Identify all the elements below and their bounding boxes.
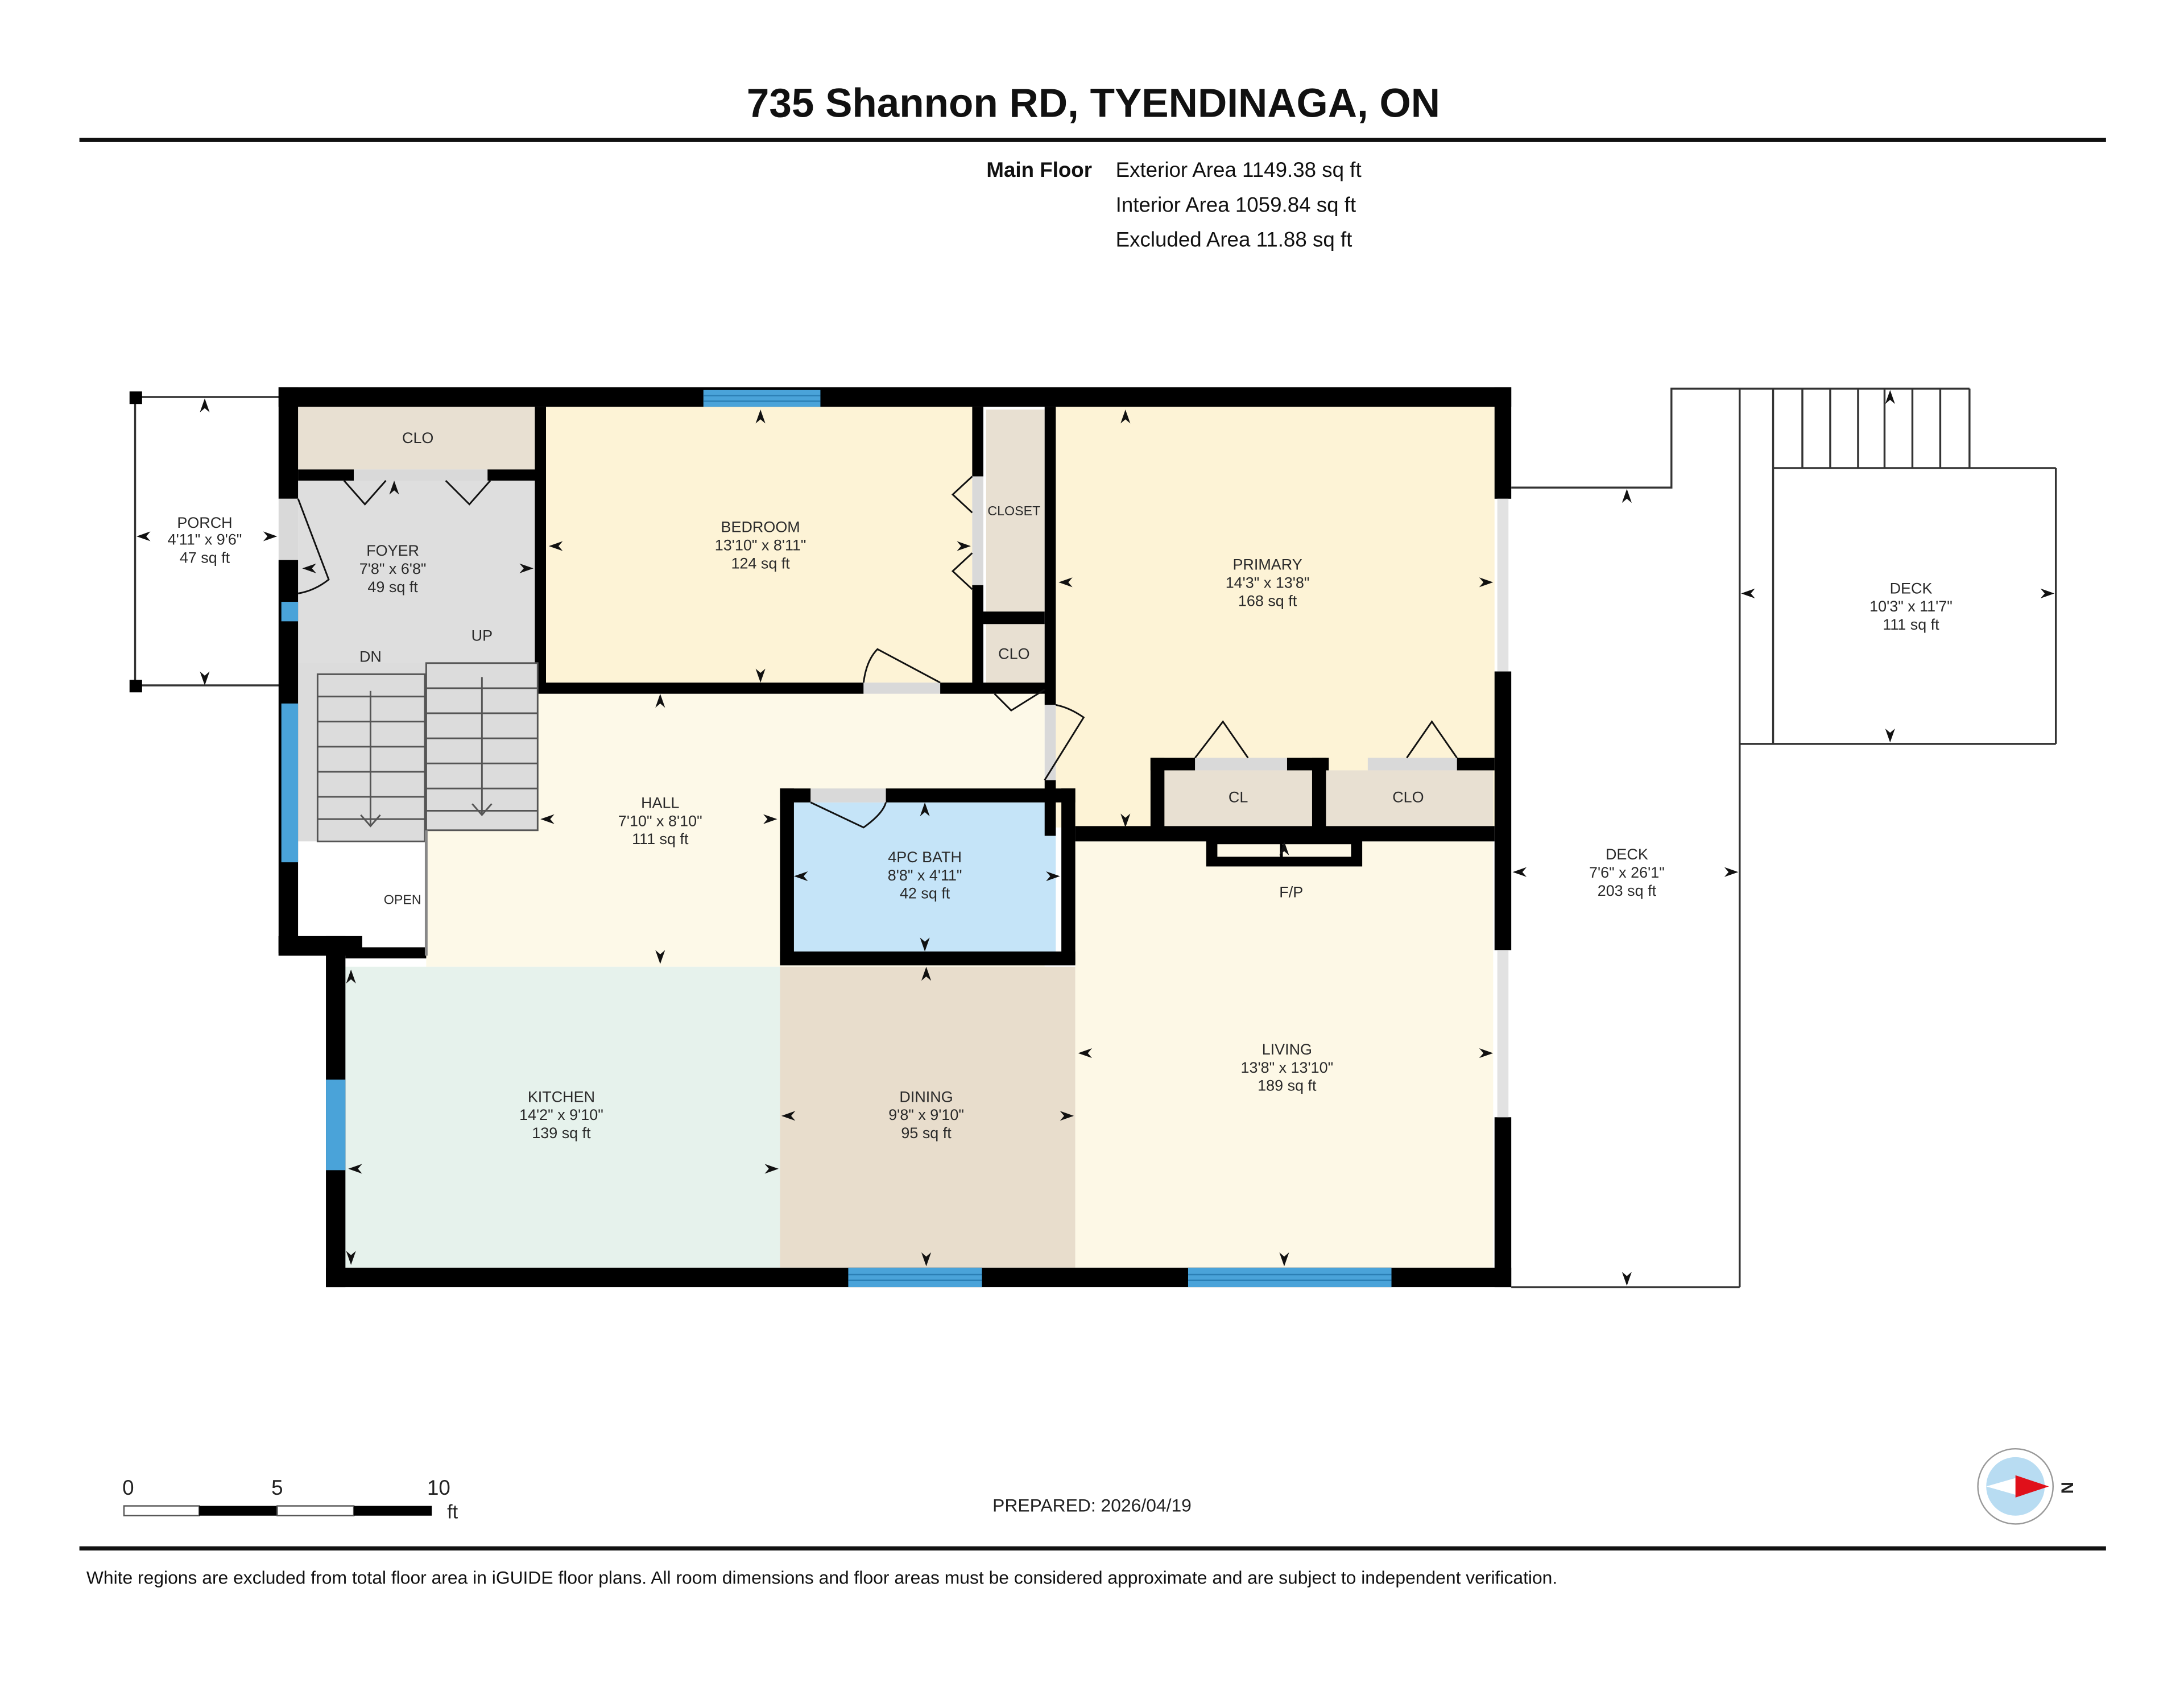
prepared-date: PREPARED: 2026/04/19 (992, 1495, 1192, 1515)
room-area: 111 sq ft (632, 830, 689, 847)
room-deck-upper: DECK 10'3" x 11'7" 111 sq ft (1869, 580, 1953, 633)
foyer-fill (298, 478, 538, 673)
scale-unit: ft (447, 1502, 458, 1523)
room-hall: HALL 7'10" x 8'10" 111 sq ft (618, 795, 702, 848)
room-primary: PRIMARY 14'3" x 13'8" 168 sq ft (1226, 556, 1310, 610)
room-porch: PORCH 4'11" x 9'6" 47 sq ft (168, 514, 242, 566)
room-area: 189 sq ft (1258, 1077, 1317, 1094)
kitchen-fill (345, 966, 780, 1268)
room-name: DECK (1606, 846, 1648, 863)
room-area: 111 sq ft (1883, 616, 1939, 633)
primary-clo-fill (1326, 770, 1494, 826)
dimension-arrows (136, 390, 2055, 1286)
room-dims: 8'8" x 4'11" (888, 867, 962, 884)
stairs-up-label: UP (471, 627, 493, 644)
foyer-closet-label: CLO (402, 429, 433, 446)
door-openings (278, 469, 1509, 1118)
room-name: FOYER (366, 542, 419, 559)
room-name: DINING (899, 1088, 953, 1105)
header-divider (79, 138, 2106, 142)
room-area: 168 sq ft (1238, 592, 1297, 609)
room-dims: 10'3" x 11'7" (1869, 598, 1953, 615)
room-name: PRIMARY (1232, 556, 1302, 573)
excluded-area: Excluded Area 11.88 sq ft (1116, 228, 1352, 251)
primary-clo-label: CLO (1392, 789, 1424, 806)
scale-tick-5: 5 (271, 1476, 283, 1499)
room-foyer: FOYER 7'8" x 6'8" 49 sq ft (359, 542, 427, 596)
fireplace-label: F/P (1279, 883, 1303, 900)
footer-divider (79, 1546, 2106, 1550)
room-name: DECK (1890, 580, 1933, 597)
room-area: 95 sq ft (901, 1124, 952, 1142)
primary-cl-label: CL (1228, 789, 1248, 806)
bath-fill (792, 802, 1056, 953)
primary-fill (1056, 407, 1495, 828)
room-dims: 4'11" x 9'6" (168, 531, 242, 548)
room-name: HALL (641, 795, 679, 812)
room-area: 49 sq ft (367, 578, 418, 596)
exterior-area: Exterior Area 1149.38 sq ft (1116, 158, 1362, 181)
room-kitchen: KITCHEN 14'2" x 9'10" 139 sq ft (519, 1088, 603, 1142)
room-area: 203 sq ft (1598, 882, 1657, 899)
door-swings (297, 475, 1458, 829)
compass-north-label: N (2057, 1482, 2076, 1494)
scale-tick-0: 0 (122, 1476, 134, 1499)
room-dims: 14'2" x 9'10" (519, 1106, 603, 1123)
room-dims: 9'8" x 9'10" (888, 1106, 964, 1123)
room-area: 42 sq ft (900, 885, 950, 902)
stairs-down-label: DN (359, 648, 382, 665)
room-dims: 7'6" x 26'1" (1589, 864, 1665, 881)
hall-closet-fill (986, 624, 1045, 683)
room-area: 47 sq ft (180, 549, 230, 566)
scale-tick-10: 10 (427, 1476, 450, 1499)
room-bedroom: BEDROOM 13'10" x 8'11" 124 sq ft (715, 519, 806, 572)
windows (281, 390, 1392, 1288)
open-label: OPEN (384, 892, 421, 907)
scale-bar: 0 5 10 ft (122, 1476, 458, 1523)
floor-name: Main Floor (986, 158, 1092, 181)
primary-cl-fill (1164, 770, 1312, 826)
room-name: PORCH (177, 514, 232, 531)
footer-disclaimer: White regions are excluded from total fl… (86, 1568, 1557, 1588)
bedroom-fill (546, 407, 973, 683)
living-fill (1075, 841, 1494, 1268)
room-deck-side: DECK 7'6" x 26'1" 203 sq ft (1589, 846, 1665, 899)
stairs (316, 662, 539, 956)
deck-structures (1511, 387, 2057, 1288)
room-dims: 13'8" x 13'10" (1241, 1059, 1334, 1076)
room-dims: 7'8" x 6'8" (359, 560, 427, 577)
compass-icon: N (1977, 1448, 2076, 1525)
room-dims: 13'10" x 8'11" (715, 536, 806, 553)
dining-fill (780, 966, 1076, 1268)
foyer-closet-fill (298, 407, 538, 470)
room-name: 4PC BATH (888, 849, 962, 866)
room-bath: 4PC BATH 8'8" x 4'11" 42 sq ft (888, 849, 962, 902)
room-name: LIVING (1262, 1041, 1312, 1058)
closet-label: CLOSET (987, 503, 1040, 518)
room-name: BEDROOM (721, 519, 800, 536)
room-name: KITCHEN (528, 1088, 595, 1105)
porch (129, 391, 282, 693)
room-living: LIVING 13'8" x 13'10" 189 sq ft (1241, 1041, 1334, 1094)
page-title: 735 Shannon RD, TYENDINAGA, ON (747, 81, 1440, 126)
room-area: 139 sq ft (532, 1124, 591, 1142)
closet-fill (986, 410, 1045, 612)
interior-area: Interior Area 1059.84 sq ft (1116, 193, 1356, 216)
hall-closet-label: CLO (998, 645, 1029, 662)
room-dims: 7'10" x 8'10" (618, 812, 702, 829)
room-dining: DINING 9'8" x 9'10" 95 sq ft (888, 1088, 964, 1142)
room-dims: 14'3" x 13'8" (1226, 574, 1310, 592)
room-area: 124 sq ft (731, 555, 790, 572)
